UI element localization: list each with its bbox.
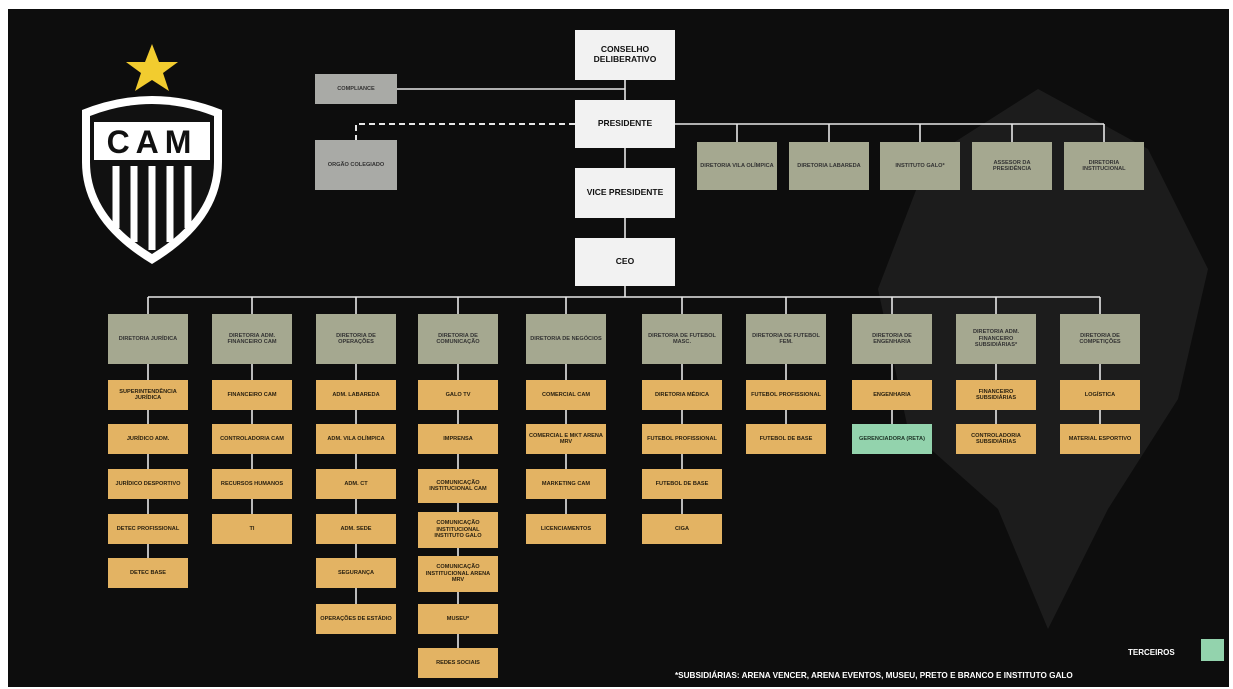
department-box: FINANCEIRO CAM bbox=[212, 380, 292, 410]
star-icon bbox=[126, 44, 178, 91]
crest-text: CAM bbox=[107, 124, 198, 160]
department-box: COMUNICAÇÃO INSTITUCIONAL CAM bbox=[418, 469, 498, 503]
conselho-deliberativo-box: CONSELHO DELIBERATIVO bbox=[575, 30, 675, 80]
department-box: TI bbox=[212, 514, 292, 544]
department-box: SEGURANÇA bbox=[316, 558, 396, 588]
president-unit: ASSESOR DA PRESIDÊNCIA bbox=[972, 142, 1052, 190]
department-box: ENGENHARIA bbox=[852, 380, 932, 410]
president-unit: INSTITUTO GALO* bbox=[880, 142, 960, 190]
department-box: CIGA bbox=[642, 514, 722, 544]
department-box: MARKETING CAM bbox=[526, 469, 606, 499]
department-box: IMPRENSA bbox=[418, 424, 498, 454]
department-box: ADM. CT bbox=[316, 469, 396, 499]
department-box: DETEC BASE bbox=[108, 558, 188, 588]
orgao-colegiado-box: ORGÃO COLEGIADO bbox=[315, 140, 397, 190]
rooster-watermark-icon bbox=[878, 89, 1208, 629]
president-unit: DIRETORIA VILA OLÍMPICA bbox=[697, 142, 777, 190]
department-box: DIRETORIA MÉDICA bbox=[642, 380, 722, 410]
club-crest-logo: CAM bbox=[82, 44, 222, 264]
department-box: OPERAÇÕES DE ESTÁDIO bbox=[316, 604, 396, 634]
department-box: SUPERINTENDÊNCIA JURÍDICA bbox=[108, 380, 188, 410]
department-box: LOGÍSTICA bbox=[1060, 380, 1140, 410]
department-box: FUTEBOL PROFISSIONAL bbox=[642, 424, 722, 454]
directorate-box: DIRETORIA ADM. FINANCEIRO SUBSIDIÁRIAS* bbox=[956, 314, 1036, 364]
department-box: CONTROLADORIA SUBSIDIÁRIAS bbox=[956, 424, 1036, 454]
department-box: ADM. VILA OLÍMPICA bbox=[316, 424, 396, 454]
legend-swatch bbox=[1201, 639, 1224, 661]
department-box: COMERCIAL E MKT ARENA MRV bbox=[526, 424, 606, 454]
department-box: LICENCIAMENTOS bbox=[526, 514, 606, 544]
department-box: FUTEBOL DE BASE bbox=[642, 469, 722, 499]
department-box: JURÍDICO DESPORTIVO bbox=[108, 469, 188, 499]
vice-presidente-box: VICE PRESIDENTE bbox=[575, 168, 675, 218]
department-box: FUTEBOL DE BASE bbox=[746, 424, 826, 454]
department-box: MUSEU* bbox=[418, 604, 498, 634]
department-box: CONTROLADORIA CAM bbox=[212, 424, 292, 454]
department-box: ADM. SEDE bbox=[316, 514, 396, 544]
department-box: ADM. LABAREDA bbox=[316, 380, 396, 410]
footnote: *SUBSIDIÁRIAS: ARENA VENCER, ARENA EVENT… bbox=[675, 671, 1073, 680]
directorate-box: DIRETORIA DE FUTEBOL MASC. bbox=[642, 314, 722, 364]
department-box: JURÍDICO ADM. bbox=[108, 424, 188, 454]
president-unit: DIRETORIA LABAREDA bbox=[789, 142, 869, 190]
presidente-box: PRESIDENTE bbox=[575, 100, 675, 148]
department-box: DETEC PROFISSIONAL bbox=[108, 514, 188, 544]
department-box: REDES SOCIAIS bbox=[418, 648, 498, 678]
ceo-box: CEO bbox=[575, 238, 675, 286]
legend-label: TERCEIROS bbox=[1128, 648, 1175, 657]
department-box: FINANCEIRO SUBSIDIÁRIAS bbox=[956, 380, 1036, 410]
department-box: COMERCIAL CAM bbox=[526, 380, 606, 410]
directorate-box: DIRETORIA DE ENGENHARIA bbox=[852, 314, 932, 364]
directorate-box: DIRETORIA JURÍDICA bbox=[108, 314, 188, 364]
directorate-box: DIRETORIA DE COMUNICAÇÃO bbox=[418, 314, 498, 364]
department-box: COMUNICAÇÃO INSTITUCIONAL ARENA MRV bbox=[418, 556, 498, 592]
department-box: COMUNICAÇÃO INSTITUCIONAL INSTITUTO GALO bbox=[418, 512, 498, 548]
department-box: MATERIAL ESPORTIVO bbox=[1060, 424, 1140, 454]
department-box: GALO TV bbox=[418, 380, 498, 410]
department-box: FUTEBOL PROFISSIONAL bbox=[746, 380, 826, 410]
department-box: RECURSOS HUMANOS bbox=[212, 469, 292, 499]
directorate-box: DIRETORIA DE OPERAÇÕES bbox=[316, 314, 396, 364]
directorate-box: DIRETORIA ADM. FINANCEIRO CAM bbox=[212, 314, 292, 364]
third-party-department-box: GERENCIADORA (RETA) bbox=[852, 424, 932, 454]
directorate-box: DIRETORIA DE NEGÓCIOS bbox=[526, 314, 606, 364]
directorate-box: DIRETORIA DE COMPETIÇÕES bbox=[1060, 314, 1140, 364]
compliance-box: COMPLIANCE bbox=[315, 74, 397, 104]
directorate-box: DIRETORIA DE FUTEBOL FEM. bbox=[746, 314, 826, 364]
president-unit: DIRETORIA INSTITUCIONAL bbox=[1064, 142, 1144, 190]
